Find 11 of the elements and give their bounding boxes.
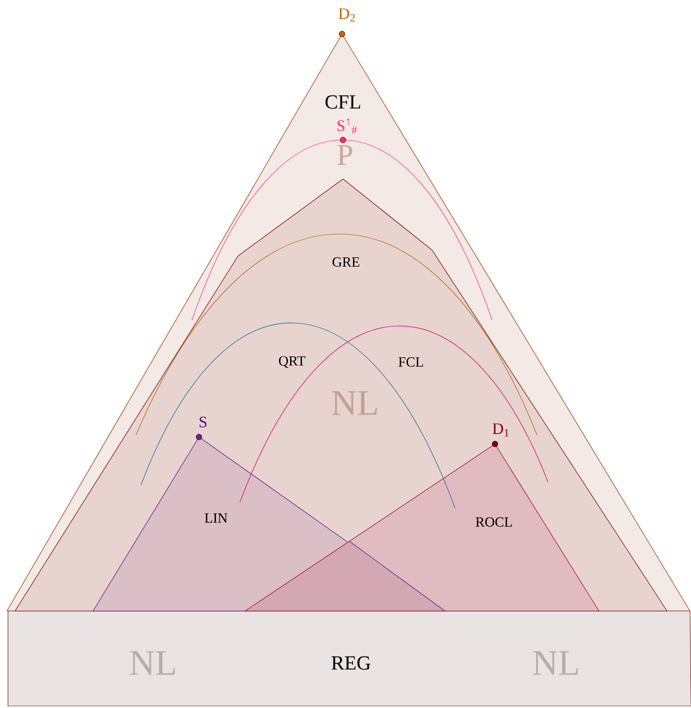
point-label: S$^{↑}$# (338, 118, 357, 134)
region-label: NL (130, 651, 175, 675)
point-label: D$_{1}$ (492, 423, 509, 437)
region-label: NL (533, 651, 578, 675)
region-outline: ROCL (244, 444, 600, 612)
point-label: S (200, 416, 206, 428)
curve-label: QRT (279, 356, 306, 368)
curve-label: FCL (398, 357, 423, 367)
point-label: D$_{2}$ (338, 8, 355, 22)
curve-label: GRE (332, 257, 360, 267)
region-label: P (338, 145, 352, 165)
